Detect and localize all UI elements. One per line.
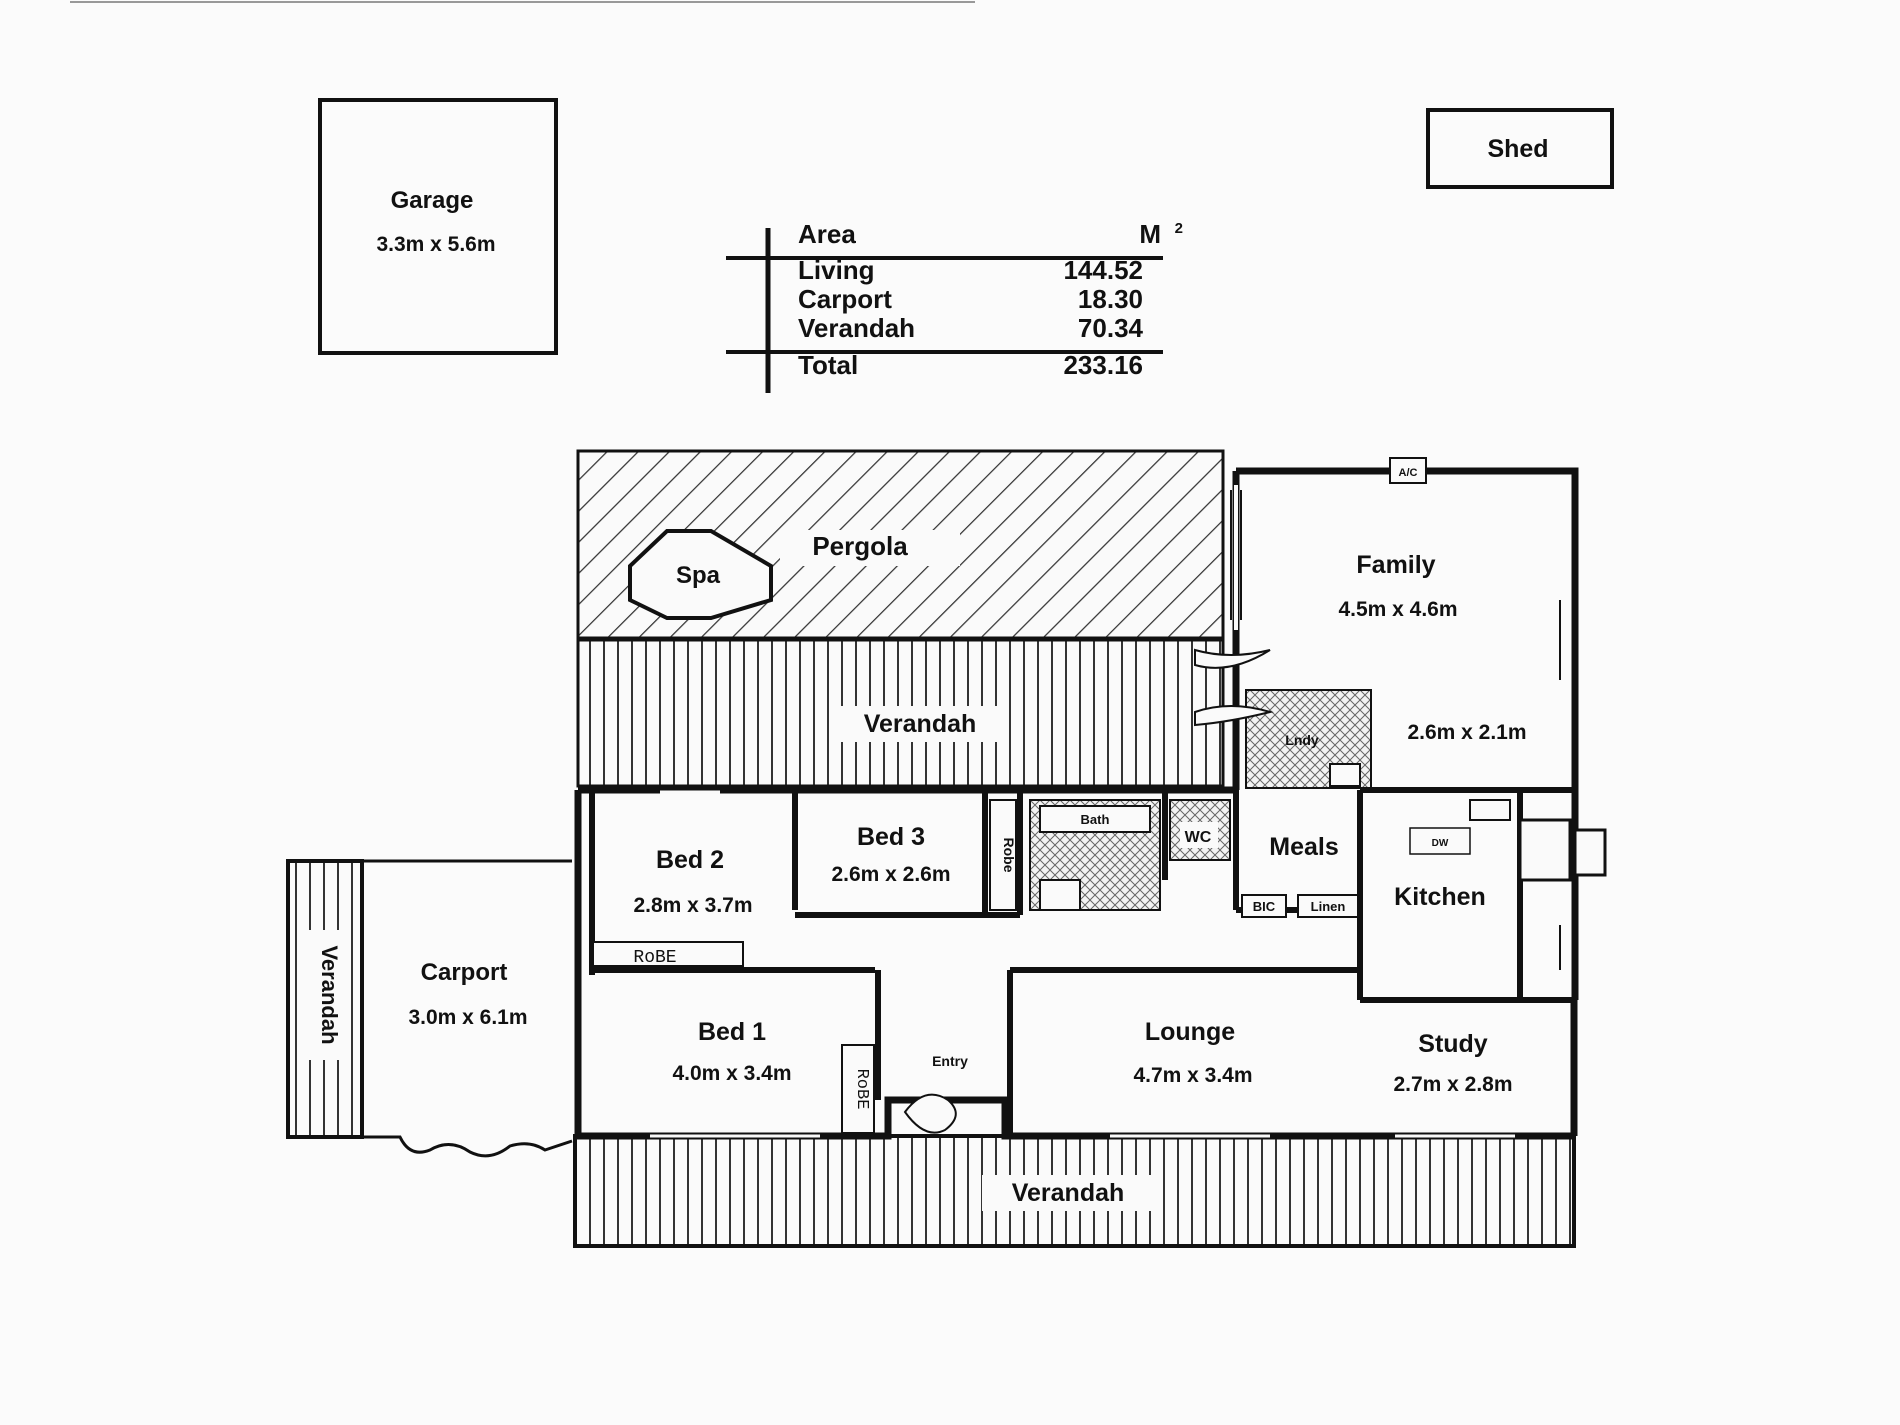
- bathroom: Bath: [1029, 799, 1161, 911]
- robe-bed-3-label: Robe: [1001, 838, 1017, 873]
- family-size: 4.5m x 4.6m: [1338, 598, 1457, 621]
- wc: WC: [1169, 799, 1231, 861]
- linen-label: Linen: [1311, 899, 1346, 914]
- verandah-front-label: Verandah: [1012, 1179, 1125, 1207]
- lounge: Lounge 4.7m x 3.4m: [1110, 1018, 1270, 1138]
- area-row-label: Living: [798, 255, 875, 285]
- carport: Carport 3.0m x 6.1m: [362, 859, 573, 1158]
- ac-unit: [1389, 457, 1427, 484]
- entry-label: Entry: [932, 1053, 968, 1069]
- area-row-label: Verandah: [798, 313, 916, 343]
- laundry-size: 2.6m x 2.1m: [1407, 721, 1526, 744]
- bed-1-size: 4.0m x 3.4m: [672, 1062, 791, 1085]
- area-total-value: 233.16: [1063, 350, 1143, 380]
- robe-bed-2-label: RoBE: [633, 948, 676, 968]
- bath-tub: [1039, 805, 1151, 833]
- robe-bed-1-label: RoBE: [852, 1069, 871, 1110]
- verandah-side: Verandah: [286, 859, 364, 1139]
- bay-window: [1573, 828, 1607, 877]
- area-header-unit-superscript: 2: [1174, 220, 1183, 237]
- carport-label: Carport: [421, 959, 508, 986]
- study-label: Study: [1418, 1030, 1488, 1058]
- study: Study 2.7m x 2.8m: [1393, 1030, 1515, 1138]
- carport-size: 3.0m x 6.1m: [408, 1006, 527, 1029]
- verandah-side-label: Verandah: [317, 945, 342, 1044]
- bed-3-label: Bed 3: [857, 823, 925, 851]
- bic-cupboard: [1241, 894, 1287, 918]
- dishwasher-label: DW: [1432, 838, 1449, 849]
- robe-bed-2: [592, 941, 744, 967]
- laundry: Lndy 2.6m x 2.1m: [1194, 648, 1527, 789]
- entry: Entry: [903, 1053, 968, 1134]
- bed-2-size: 2.8m x 3.7m: [633, 894, 752, 917]
- cooktop: [1469, 799, 1511, 821]
- entry-door-swing: [903, 1093, 957, 1134]
- bic-label: BIC: [1253, 899, 1276, 914]
- bed-1: Bed 1 4.0m x 3.4m RoBE: [650, 1018, 875, 1138]
- bed-2: RoBE Bed 2 2.8m x 3.7m: [592, 790, 753, 968]
- robe-bed-3: [989, 799, 1017, 911]
- meals-label: Meals: [1269, 833, 1338, 861]
- robe-bed-1: [841, 1044, 875, 1134]
- area-header-unit: M: [1139, 219, 1161, 249]
- area-row-value: 18.30: [1077, 284, 1143, 314]
- lounge-size: 4.7m x 3.4m: [1133, 1064, 1252, 1087]
- shower: [1039, 879, 1081, 911]
- area-row-value: 70.34: [1077, 313, 1143, 343]
- shed-label: Shed: [1487, 135, 1548, 163]
- interior-walls: [578, 787, 1575, 1136]
- kitchen-label: Kitchen: [1394, 883, 1486, 911]
- spa-label: Spa: [676, 562, 721, 589]
- meals-kitchen: Meals Kitchen BIC Linen DW: [1241, 799, 1607, 970]
- shed: Shed: [1426, 108, 1614, 189]
- bed-1-label: Bed 1: [698, 1018, 766, 1046]
- linen-cupboard: [1297, 894, 1359, 918]
- family-label: Family: [1356, 551, 1435, 579]
- bed-3-size: 2.6m x 2.6m: [831, 863, 950, 886]
- area-row-label: Carport: [798, 284, 892, 314]
- kitchen-sink: [1518, 818, 1572, 882]
- wc-label: WC: [1185, 829, 1212, 846]
- pergola-label: Pergola: [812, 531, 908, 561]
- area-total-row: Total 233.16: [798, 351, 1183, 380]
- ac-label: A/C: [1399, 467, 1418, 479]
- lounge-label: Lounge: [1145, 1018, 1235, 1046]
- garage: Garage 3.3m x 5.6m: [318, 98, 558, 355]
- dishwasher: [1409, 827, 1471, 855]
- family-room: A/C Family 4.5m x 4.6m: [1230, 457, 1561, 680]
- garage-label: Garage: [391, 187, 474, 214]
- spa: [628, 529, 773, 620]
- bed-3: Bed 3 2.6m x 2.6m Robe: [831, 799, 1017, 911]
- area-row: Verandah 70.34: [798, 314, 1183, 343]
- area-row-value: 144.52: [1063, 255, 1143, 285]
- area-row: Carport 18.30: [798, 285, 1183, 314]
- area-table-lines: [726, 228, 1163, 393]
- verandah-rear: Verandah: [576, 638, 1225, 788]
- area-total-label: Total: [798, 350, 859, 380]
- study-size: 2.7m x 2.8m: [1393, 1073, 1512, 1096]
- pergola: Pergola Spa: [576, 449, 1225, 640]
- area-header-label: Area: [798, 219, 856, 249]
- verandah-rear-label: Verandah: [864, 710, 977, 738]
- bath-label: Bath: [1081, 812, 1110, 827]
- verandah-front: Verandah: [573, 1134, 1576, 1248]
- bed-2-label: Bed 2: [656, 846, 724, 874]
- laundry-label: Lndy: [1285, 732, 1319, 748]
- area-row: Living 144.52: [798, 256, 1183, 285]
- garage-size: 3.3m x 5.6m: [376, 233, 495, 256]
